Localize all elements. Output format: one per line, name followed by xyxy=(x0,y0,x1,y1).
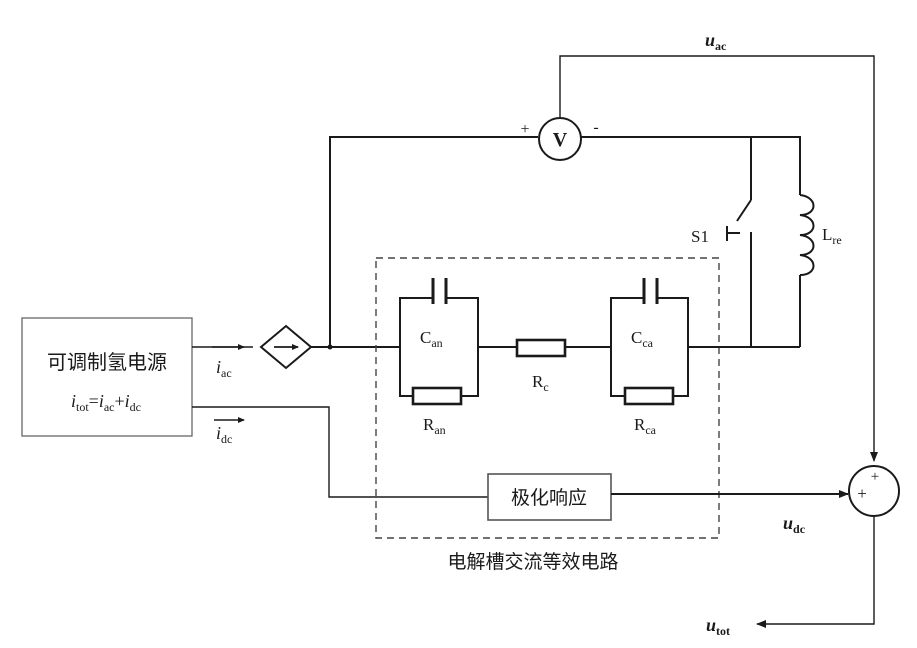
utot-label: utot xyxy=(706,615,730,638)
c-ca-label: Cca xyxy=(631,328,654,350)
inductor-lre xyxy=(800,195,814,275)
uac-label: uac xyxy=(705,30,727,53)
voltmeter-label: V xyxy=(553,129,568,151)
polarization-label: 极化响应 xyxy=(511,487,587,509)
voltmeter-left-wire xyxy=(330,137,538,347)
c-an-label: Can xyxy=(420,328,443,350)
summer-plus-top: + xyxy=(871,469,879,485)
power-source-label: 可调制氢电源 xyxy=(47,350,167,374)
iac-label: iac xyxy=(216,357,232,380)
equivalent-circuit-caption: 电解槽交流等效电路 xyxy=(447,551,618,573)
r-ca-label: Rca xyxy=(634,415,657,437)
voltmeter-right-wire xyxy=(581,137,751,200)
summer-plus-left: + xyxy=(857,484,867,503)
r-an-resistor xyxy=(413,388,461,404)
idc-label: idc xyxy=(216,423,232,446)
voltmeter-plus: + xyxy=(520,121,529,138)
switch-s1 xyxy=(737,200,751,221)
r-c-label: Rc xyxy=(532,372,549,394)
utot-signal-wire xyxy=(757,516,874,624)
inductor-lre-label: Lre xyxy=(822,225,842,247)
power-source-box xyxy=(22,318,192,436)
r-ca-resistor xyxy=(625,388,673,404)
switch-s1-label: S1 xyxy=(691,227,709,246)
r-an-label: Ran xyxy=(423,415,446,437)
voltmeter-minus: - xyxy=(593,119,598,136)
r-c-resistor xyxy=(517,340,565,356)
udc-label: udc xyxy=(783,513,806,536)
